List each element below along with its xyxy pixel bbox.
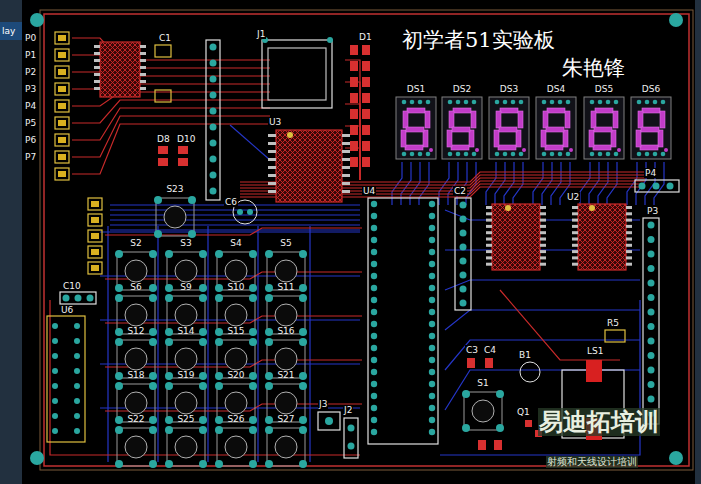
part-label: LS1 xyxy=(586,346,604,356)
display-body xyxy=(535,96,577,160)
part-label: Q1 xyxy=(516,407,531,417)
part-label: P1 xyxy=(24,50,37,60)
part-label: S9 xyxy=(163,282,209,292)
author-name: 朱艳锋 xyxy=(560,56,627,80)
part-label: D10 xyxy=(176,134,196,144)
part-label: C10 xyxy=(62,281,82,291)
part-label: DS6 xyxy=(630,84,672,94)
blue-traces xyxy=(100,125,664,462)
part-label: P5 xyxy=(24,118,37,128)
part-label: C6 xyxy=(224,197,238,207)
button-body xyxy=(113,426,159,468)
part-label: J2 xyxy=(343,405,353,415)
part-label: B1 xyxy=(518,350,532,360)
part-label: S1 xyxy=(460,378,506,388)
part-label: P0 xyxy=(24,33,37,43)
red-traces xyxy=(50,38,645,455)
part-label: U2 xyxy=(566,192,580,202)
button-body xyxy=(152,196,198,238)
display-body xyxy=(441,96,483,160)
part-label: S21 xyxy=(263,370,309,380)
display-body xyxy=(395,96,437,160)
seven-segment-display: DS6 xyxy=(630,84,672,160)
window-tab: lay xyxy=(1,26,16,36)
part-label: S26 xyxy=(213,414,259,424)
part-label: S6 xyxy=(113,282,159,292)
part-label: DS3 xyxy=(488,84,530,94)
button-body xyxy=(263,426,309,468)
components xyxy=(47,32,679,458)
part-label: S25 xyxy=(163,414,209,424)
seven-segment-display: DS1 xyxy=(395,84,437,160)
part-label: P7 xyxy=(24,152,37,162)
push-button: S26 xyxy=(213,414,259,468)
push-button: S23 xyxy=(152,184,198,238)
display-body xyxy=(630,96,672,160)
part-label: DS2 xyxy=(441,84,483,94)
part-label: S14 xyxy=(163,326,209,336)
part-label: P3 xyxy=(646,206,659,216)
part-label: C2 xyxy=(453,186,467,196)
button-body xyxy=(213,426,259,468)
part-label: R5 xyxy=(606,318,620,328)
seven-segment-display: DS2 xyxy=(441,84,483,160)
part-label: S12 xyxy=(113,326,159,336)
part-label: S10 xyxy=(213,282,259,292)
part-label: S19 xyxy=(163,370,209,380)
part-label: S2 xyxy=(113,238,159,248)
push-button: S27 xyxy=(263,414,309,468)
part-label: S16 xyxy=(263,326,309,336)
part-label: D8 xyxy=(156,134,171,144)
part-label: U4 xyxy=(362,186,376,196)
part-label: S5 xyxy=(263,238,309,248)
board-title: 初学者51实验板 xyxy=(400,28,557,52)
part-label: DS1 xyxy=(395,84,437,94)
part-label: S4 xyxy=(213,238,259,248)
part-label: J3 xyxy=(318,399,328,409)
push-button: S1 xyxy=(460,378,506,432)
seven-segment-display: DS3 xyxy=(488,84,530,160)
part-label: J1 xyxy=(256,29,266,39)
part-label: C4 xyxy=(483,345,497,355)
part-label: S11 xyxy=(263,282,309,292)
part-label: S20 xyxy=(213,370,259,380)
part-label: S22 xyxy=(113,414,159,424)
button-body xyxy=(163,426,209,468)
part-label: C1 xyxy=(158,33,172,43)
push-button: S25 xyxy=(163,414,209,468)
part-label: P4 xyxy=(644,168,657,178)
watermark: 易迪拓培训 xyxy=(538,408,660,436)
part-label: S3 xyxy=(163,238,209,248)
display-body xyxy=(583,96,625,160)
display-body xyxy=(488,96,530,160)
part-label: D1 xyxy=(358,32,373,42)
part-label: U6 xyxy=(60,305,74,315)
part-label: S27 xyxy=(263,414,309,424)
seven-segment-display: DS5 xyxy=(583,84,625,160)
part-label: P2 xyxy=(24,67,37,77)
part-label: C3 xyxy=(465,345,479,355)
push-button: S22 xyxy=(113,414,159,468)
button-body xyxy=(460,390,506,432)
part-label: S23 xyxy=(152,184,198,194)
part-label: DS4 xyxy=(535,84,577,94)
seven-segment-display: DS4 xyxy=(535,84,577,160)
part-label: S15 xyxy=(213,326,259,336)
part-label: DS5 xyxy=(583,84,625,94)
watermark: 射频和天线设计培训 xyxy=(546,456,638,468)
part-label: S18 xyxy=(113,370,159,380)
part-label: P4 xyxy=(24,101,37,111)
part-label: P3 xyxy=(24,84,37,94)
part-label: P6 xyxy=(24,135,37,145)
part-label: U3 xyxy=(268,117,282,127)
